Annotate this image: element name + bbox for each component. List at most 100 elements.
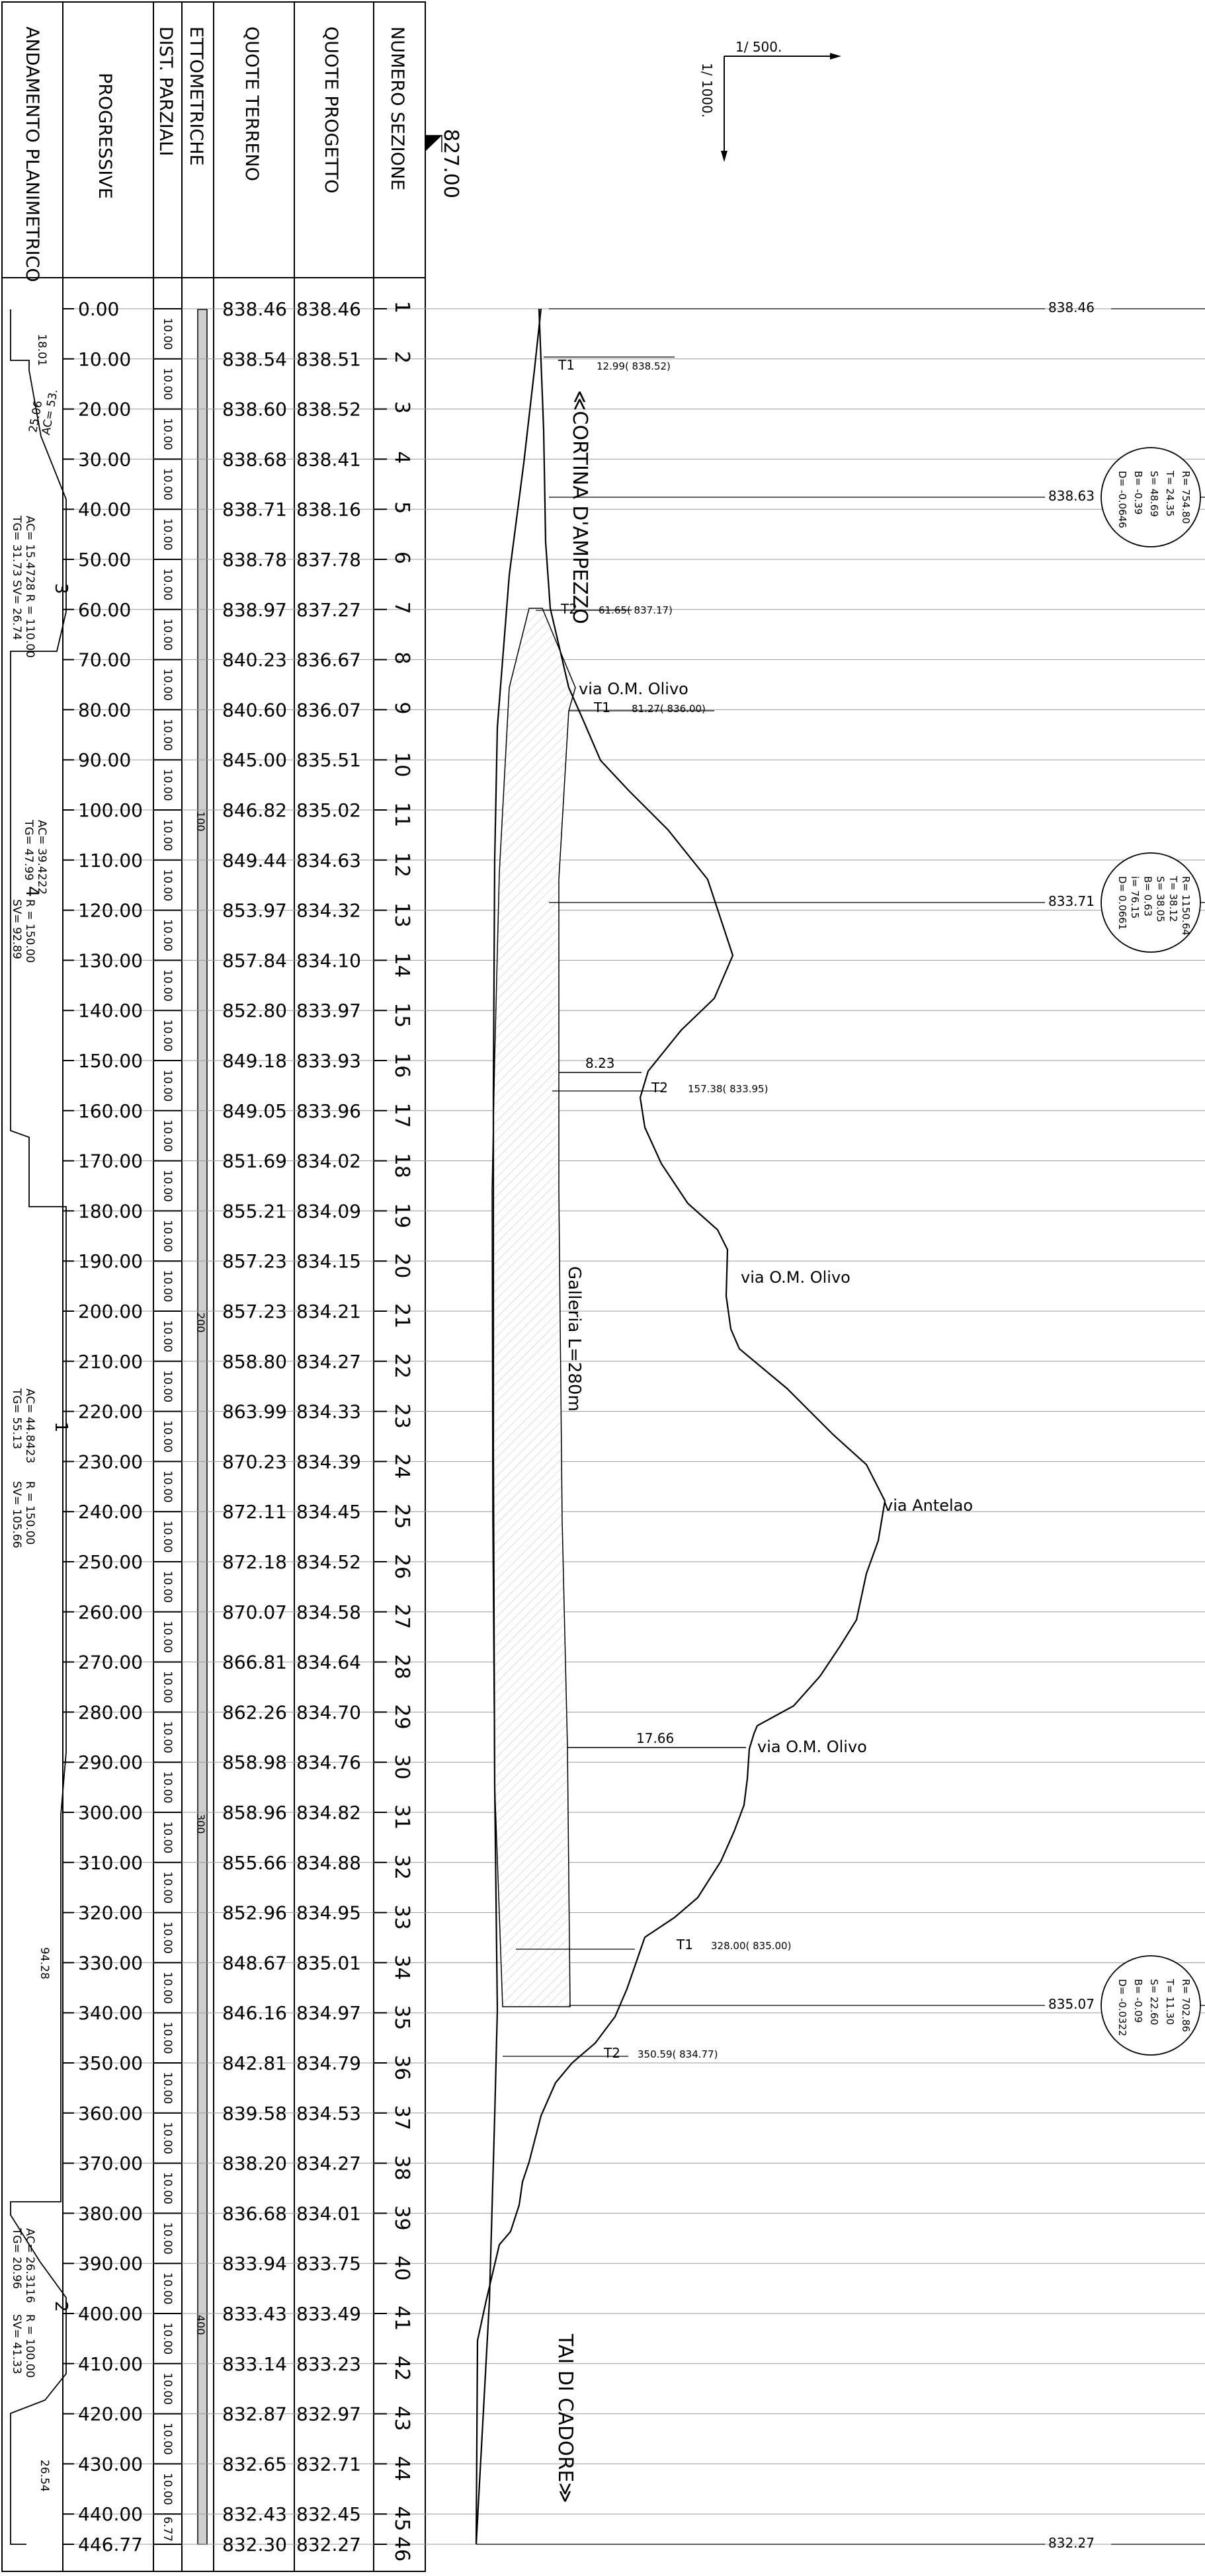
quota-terreno-value: 849.05 — [222, 1100, 287, 1122]
distance-partial: 10.00 — [161, 2372, 174, 2405]
planimetric-alignment-line — [10, 309, 67, 2545]
quota-terreno-value: 842.81 — [222, 2052, 287, 2074]
section-number: 14 — [390, 952, 413, 977]
galleria-label: Galleria L=280m — [564, 1266, 584, 1412]
quota-progetto-value: 834.02 — [296, 1150, 361, 1172]
progressive-value: 80.00 — [78, 699, 131, 721]
quota-progetto-value: 833.93 — [296, 1050, 361, 1072]
progressive-value: 370.00 — [78, 2153, 143, 2175]
progressive-value: 340.00 — [78, 2002, 143, 2024]
quota-terreno-value: 862.26 — [222, 1701, 287, 1723]
tangent-value: 81.27( 836.00) — [632, 703, 706, 715]
distance-partial: 10.00 — [161, 1571, 174, 1603]
section-number: 18 — [390, 1153, 413, 1178]
tangent-value: 350.59( 834.77) — [638, 2048, 718, 2060]
quota-terreno-value: 872.18 — [222, 1551, 287, 1573]
progressive-value: 400.00 — [78, 2303, 143, 2325]
curve-parameter: B= 0.63 — [1142, 876, 1153, 916]
progressive-value: 160.00 — [78, 1100, 143, 1122]
progressive-value: 290.00 — [78, 1751, 143, 1773]
header-andamento-planimetrico: ANDAMENTO PLANIMETRICO — [22, 26, 42, 282]
quota-progetto-value: 834.15 — [296, 1250, 361, 1272]
planimetric-label: AC= 15.4728 R = 110.00TG= 31.73 SV= 26.7… — [10, 515, 36, 658]
quota-progetto-value: 834.76 — [296, 1751, 361, 1773]
quota-progetto-value: 834.33 — [296, 1401, 361, 1423]
section-number: 22 — [390, 1353, 413, 1379]
section-number: 41 — [390, 2306, 413, 2331]
quota-progetto-value: 837.27 — [296, 599, 361, 621]
distance-partial: 10.00 — [161, 969, 174, 1002]
section-number: 3 — [390, 401, 413, 414]
quota-progetto-value: 834.27 — [296, 1351, 361, 1373]
dimension-value: 17.66 — [636, 1730, 674, 1746]
quota-terreno-value: 838.46 — [222, 298, 287, 320]
hectometer-mark: 400 — [194, 2315, 207, 2335]
distance-partial: 10.00 — [161, 2323, 174, 2355]
elevation-value: 832.27 — [1048, 2535, 1095, 2551]
progressive-value: 170.00 — [78, 1150, 143, 1172]
quota-progetto-value: 834.79 — [296, 2052, 361, 2074]
distance-partial: 10.00 — [161, 1270, 174, 1303]
distance-partial: 10.00 — [161, 1871, 174, 1904]
section-number: 27 — [390, 1604, 413, 1629]
quota-terreno-value: 838.54 — [222, 348, 287, 370]
quota-terreno-value: 866.81 — [222, 1652, 287, 1673]
hectometer-mark: 200 — [194, 1312, 207, 1333]
section-number: 2 — [390, 351, 413, 364]
quota-terreno-value: 863.99 — [222, 1401, 287, 1423]
quota-terreno-value: 838.68 — [222, 448, 287, 470]
quota-progetto-value: 834.95 — [296, 1902, 361, 1924]
quota-progetto-value: 834.52 — [296, 1551, 361, 1573]
curve-parameter: R= 702.86 — [1180, 1979, 1192, 2032]
quota-terreno-value: 857.23 — [222, 1250, 287, 1272]
distance-partial: 10.00 — [161, 468, 174, 501]
section-number: 16 — [390, 1053, 413, 1078]
planimetric-label: R = 150.00SV= 92.89 — [10, 899, 36, 963]
distance-partial: 10.00 — [161, 1771, 174, 1804]
distance-partial: 10.00 — [161, 769, 174, 801]
section-number: 23 — [390, 1404, 413, 1429]
quota-terreno-value: 833.94 — [222, 2253, 287, 2274]
planimetric-label: R = 150.00SV= 105.66 — [10, 1481, 36, 1549]
distance-partial: 10.00 — [161, 1721, 174, 1753]
distance-partial: 10.00 — [161, 2473, 174, 2505]
progressive-value: 270.00 — [78, 1652, 143, 1673]
quota-terreno-value: 833.43 — [222, 2303, 287, 2325]
quota-terreno-value: 832.65 — [222, 2453, 287, 2475]
progressive-value: 430.00 — [78, 2453, 143, 2475]
tai-di-cadore-direction-label: TAI DI CADORE≫ — [554, 2333, 577, 2503]
section-number: 19 — [390, 1203, 413, 1228]
quota-progetto-value: 838.16 — [296, 499, 361, 520]
progressive-value: 240.00 — [78, 1501, 143, 1523]
distance-partial: 10.00 — [161, 1070, 174, 1102]
hectometer-mark: 100 — [194, 811, 207, 832]
distance-partial: 10.00 — [161, 1119, 174, 1152]
quota-terreno-value: 833.14 — [222, 2353, 287, 2375]
section-number: 34 — [390, 1954, 413, 1980]
quota-terreno-value: 840.23 — [222, 649, 287, 671]
header-quote-progetto: QUOTE PROGETTO — [321, 26, 341, 193]
section-number: 11 — [390, 802, 413, 827]
quota-progetto-value: 833.75 — [296, 2253, 361, 2274]
tangent-label: T1 — [558, 357, 575, 373]
section-number: 37 — [390, 2105, 413, 2130]
planimetric-label: 1 — [51, 1422, 71, 1433]
section-number: 29 — [390, 1704, 413, 1729]
distance-partial: 10.00 — [161, 1822, 174, 1854]
curve-parameter: D= -0.0322 — [1116, 1979, 1128, 2036]
